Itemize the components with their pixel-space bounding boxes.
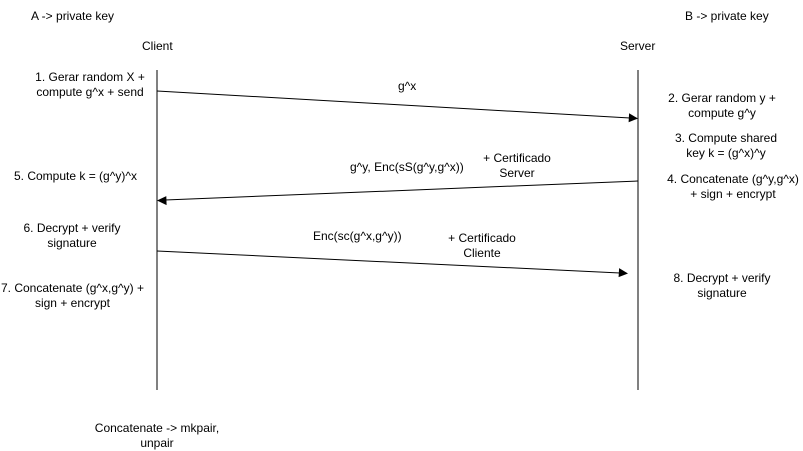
client-step-7-line-2: sign + encrypt [34, 296, 111, 310]
server-step-8: 8. Decrypt + verify signature [662, 271, 782, 301]
server-step-8-line-2: signature [697, 286, 747, 300]
client-step-6-line-1: 6. Decrypt + verify [23, 221, 121, 235]
arrow-enc-sc-head [618, 268, 628, 278]
server-step-3-line-2: key k = (g^x)^y [686, 146, 766, 160]
arrow-gy-enc-head [157, 196, 167, 206]
client-actor-label: Client [142, 39, 173, 53]
arrow-gx-line [156, 90, 631, 119]
client-step-7-line-1: 7. Concatenate (g^x,g^y) + [0, 281, 144, 295]
server-step-2-line-1: 2. Gerar random y + [668, 91, 776, 105]
server-step-3-line-1: 3. Compute shared [674, 131, 778, 145]
footer-note-line-1: Concatenate -> mkpair, [94, 421, 220, 435]
client-step-1-line-1: 1. Gerar random X + [35, 70, 145, 84]
footer-note: Concatenate -> mkpair, unpair [82, 421, 232, 451]
certificado-cliente-line-1: + Certificado [448, 231, 516, 245]
certificado-server-line-2: Server [499, 166, 535, 180]
server-actor-label: Server [620, 39, 656, 53]
message-enc-sc-label: Enc(sc(g^x,g^y)) [313, 229, 402, 243]
client-step-1-line-2: compute g^x + send [36, 85, 144, 99]
client-private-key-label: A -> private key [31, 9, 115, 23]
client-step-6-line-2: signature [47, 236, 97, 250]
server-private-key-label: B -> private key [685, 9, 769, 23]
client-step-7: 7. Concatenate (g^x,g^y) + sign + encryp… [0, 281, 145, 311]
client-step-6: 6. Decrypt + verify signature [2, 221, 142, 251]
arrow-gy-enc-line [164, 180, 639, 201]
footer-note-line-2: unpair [140, 436, 174, 450]
message-gy-enc-label: g^y, Enc(sS(g^y,g^x)) [350, 160, 464, 174]
arrow-gx-head [628, 113, 638, 123]
server-step-3: 3. Compute shared key k = (g^x)^y [666, 131, 786, 161]
message-gx-label: g^x [398, 79, 417, 93]
certificado-server-line-1: + Certificado [483, 151, 551, 165]
client-step-1: 1. Gerar random X + compute g^x + send [20, 70, 160, 100]
arrow-enc-sc-line [156, 250, 621, 274]
server-step-4: 4. Concatenate (g^y,g^x) + sign + encryp… [663, 172, 803, 202]
server-step-2-line-2: compute g^y [688, 106, 756, 120]
server-step-8-line-1: 8. Decrypt + verify [673, 271, 771, 285]
message-certificado-cliente: + Certificado Cliente [437, 231, 527, 261]
server-step-4-line-1: 4. Concatenate (g^y,g^x) [667, 172, 799, 186]
certificado-cliente-line-2: Cliente [463, 246, 501, 260]
message-certificado-server: + Certificado Server [472, 151, 562, 181]
client-step-5: 5. Compute k = (g^y)^x [14, 169, 137, 183]
server-step-2: 2. Gerar random y + compute g^y [662, 91, 782, 121]
server-step-4-line-2: + sign + encrypt [690, 187, 776, 201]
